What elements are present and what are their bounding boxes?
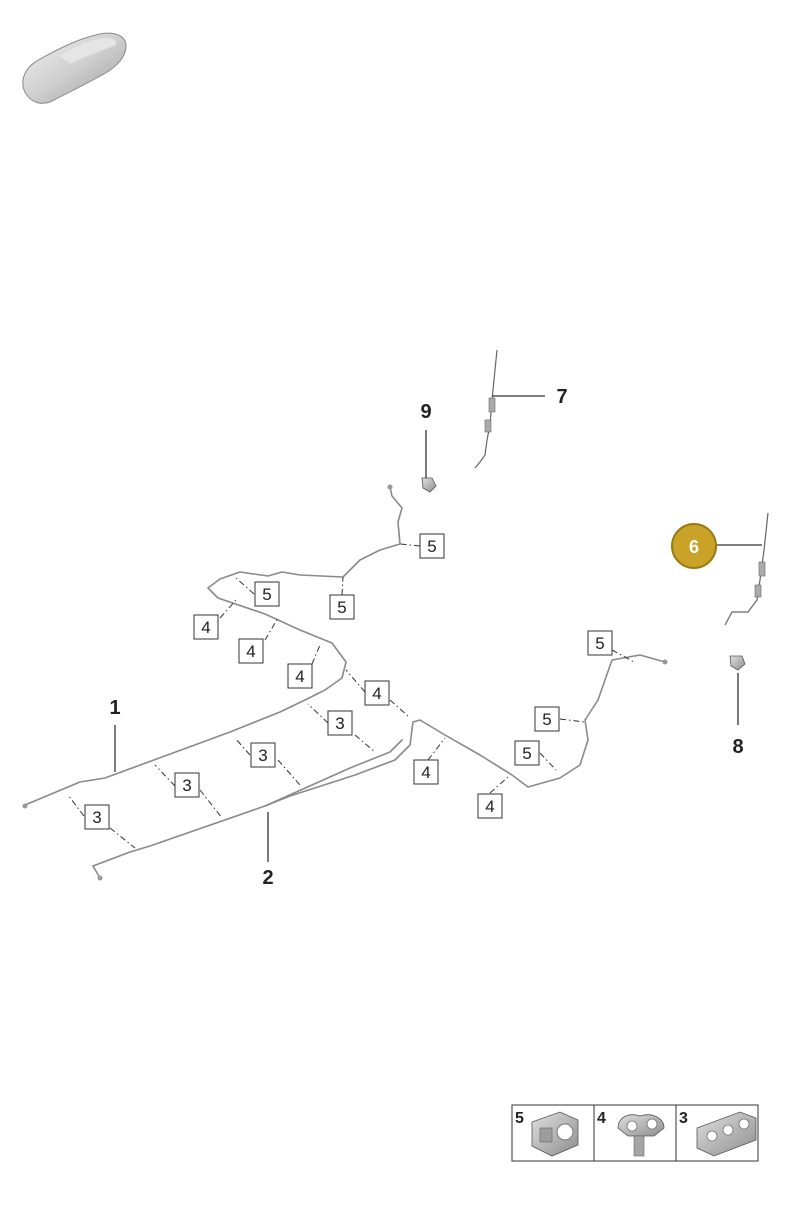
- svg-text:4: 4: [246, 642, 255, 661]
- svg-text:4: 4: [201, 618, 210, 637]
- callout-9: 9: [420, 401, 431, 423]
- triple-clip-icon: [696, 1111, 757, 1157]
- legend-cell-5: 5: [515, 1110, 579, 1157]
- ref-box-3: 3: [84, 804, 110, 830]
- callout-2: 2: [262, 867, 273, 889]
- legend-cell-4: 4: [597, 1110, 665, 1157]
- legend-cell-3: 3: [679, 1110, 757, 1157]
- svg-text:4: 4: [295, 667, 304, 686]
- callout-8: 8: [732, 736, 743, 758]
- dash-connectors: [67, 543, 635, 849]
- pipe-holder-icon: [617, 1114, 665, 1157]
- svg-text:4: 4: [421, 763, 430, 782]
- svg-text:5: 5: [427, 537, 436, 556]
- ref-box-4: 4: [413, 759, 439, 785]
- ref-box-3: 3: [174, 772, 200, 798]
- pipe-line-2: [92, 654, 666, 879]
- ref-box-4: 4: [287, 663, 313, 689]
- svg-text:5: 5: [595, 634, 604, 653]
- ref-box-4: 4: [364, 680, 390, 706]
- callout-1: 1: [109, 697, 120, 719]
- ref-box-5: 5: [587, 630, 613, 656]
- pipe-assembly: [22, 484, 668, 881]
- pipe-end-fitting: [387, 484, 393, 490]
- pipe-line-2b: [264, 739, 403, 807]
- part-9-fitting: [421, 477, 437, 493]
- svg-text:3: 3: [182, 776, 191, 795]
- ref-box-4: 4: [477, 793, 503, 819]
- leader-lines: [114, 395, 762, 862]
- svg-text:5: 5: [515, 1110, 524, 1127]
- svg-text:4: 4: [485, 797, 494, 816]
- svg-text:3: 3: [92, 808, 101, 827]
- callout-7: 7: [556, 386, 567, 408]
- svg-text:5: 5: [337, 598, 346, 617]
- pipe-end-fitting: [97, 875, 103, 881]
- pipe-end-fitting: [662, 659, 668, 665]
- car-silhouette-icon: [22, 32, 127, 104]
- callout-6: 6: [689, 537, 699, 557]
- clip-legend: 5 4 3: [511, 1104, 759, 1162]
- ref-box-5: 5: [329, 594, 355, 620]
- ref-box-4: 4: [193, 614, 219, 640]
- svg-text:5: 5: [262, 585, 271, 604]
- part-7-hose: [474, 349, 498, 469]
- double-clip-icon: [531, 1111, 579, 1157]
- ref-box-5: 5: [534, 706, 560, 732]
- svg-text:5: 5: [542, 710, 551, 729]
- pipe-end-fitting: [22, 803, 28, 809]
- ref-box-5: 5: [254, 581, 280, 607]
- ref-box-5: 5: [419, 533, 445, 559]
- part-6-hose: [724, 512, 769, 626]
- svg-text:3: 3: [679, 1110, 688, 1127]
- part-8-fitting: [729, 655, 746, 671]
- svg-text:3: 3: [335, 714, 344, 733]
- svg-text:4: 4: [597, 1110, 606, 1127]
- ref-box-3: 3: [250, 742, 276, 768]
- ref-box-4: 4: [238, 638, 264, 664]
- svg-text:5: 5: [522, 744, 531, 763]
- svg-text:4: 4: [372, 684, 381, 703]
- ref-box-5: 5: [514, 740, 540, 766]
- callout-6-highlight[interactable]: 6: [671, 523, 717, 569]
- pipe-line-1: [24, 486, 403, 806]
- svg-text:3: 3: [258, 746, 267, 765]
- ref-box-3: 3: [327, 710, 353, 736]
